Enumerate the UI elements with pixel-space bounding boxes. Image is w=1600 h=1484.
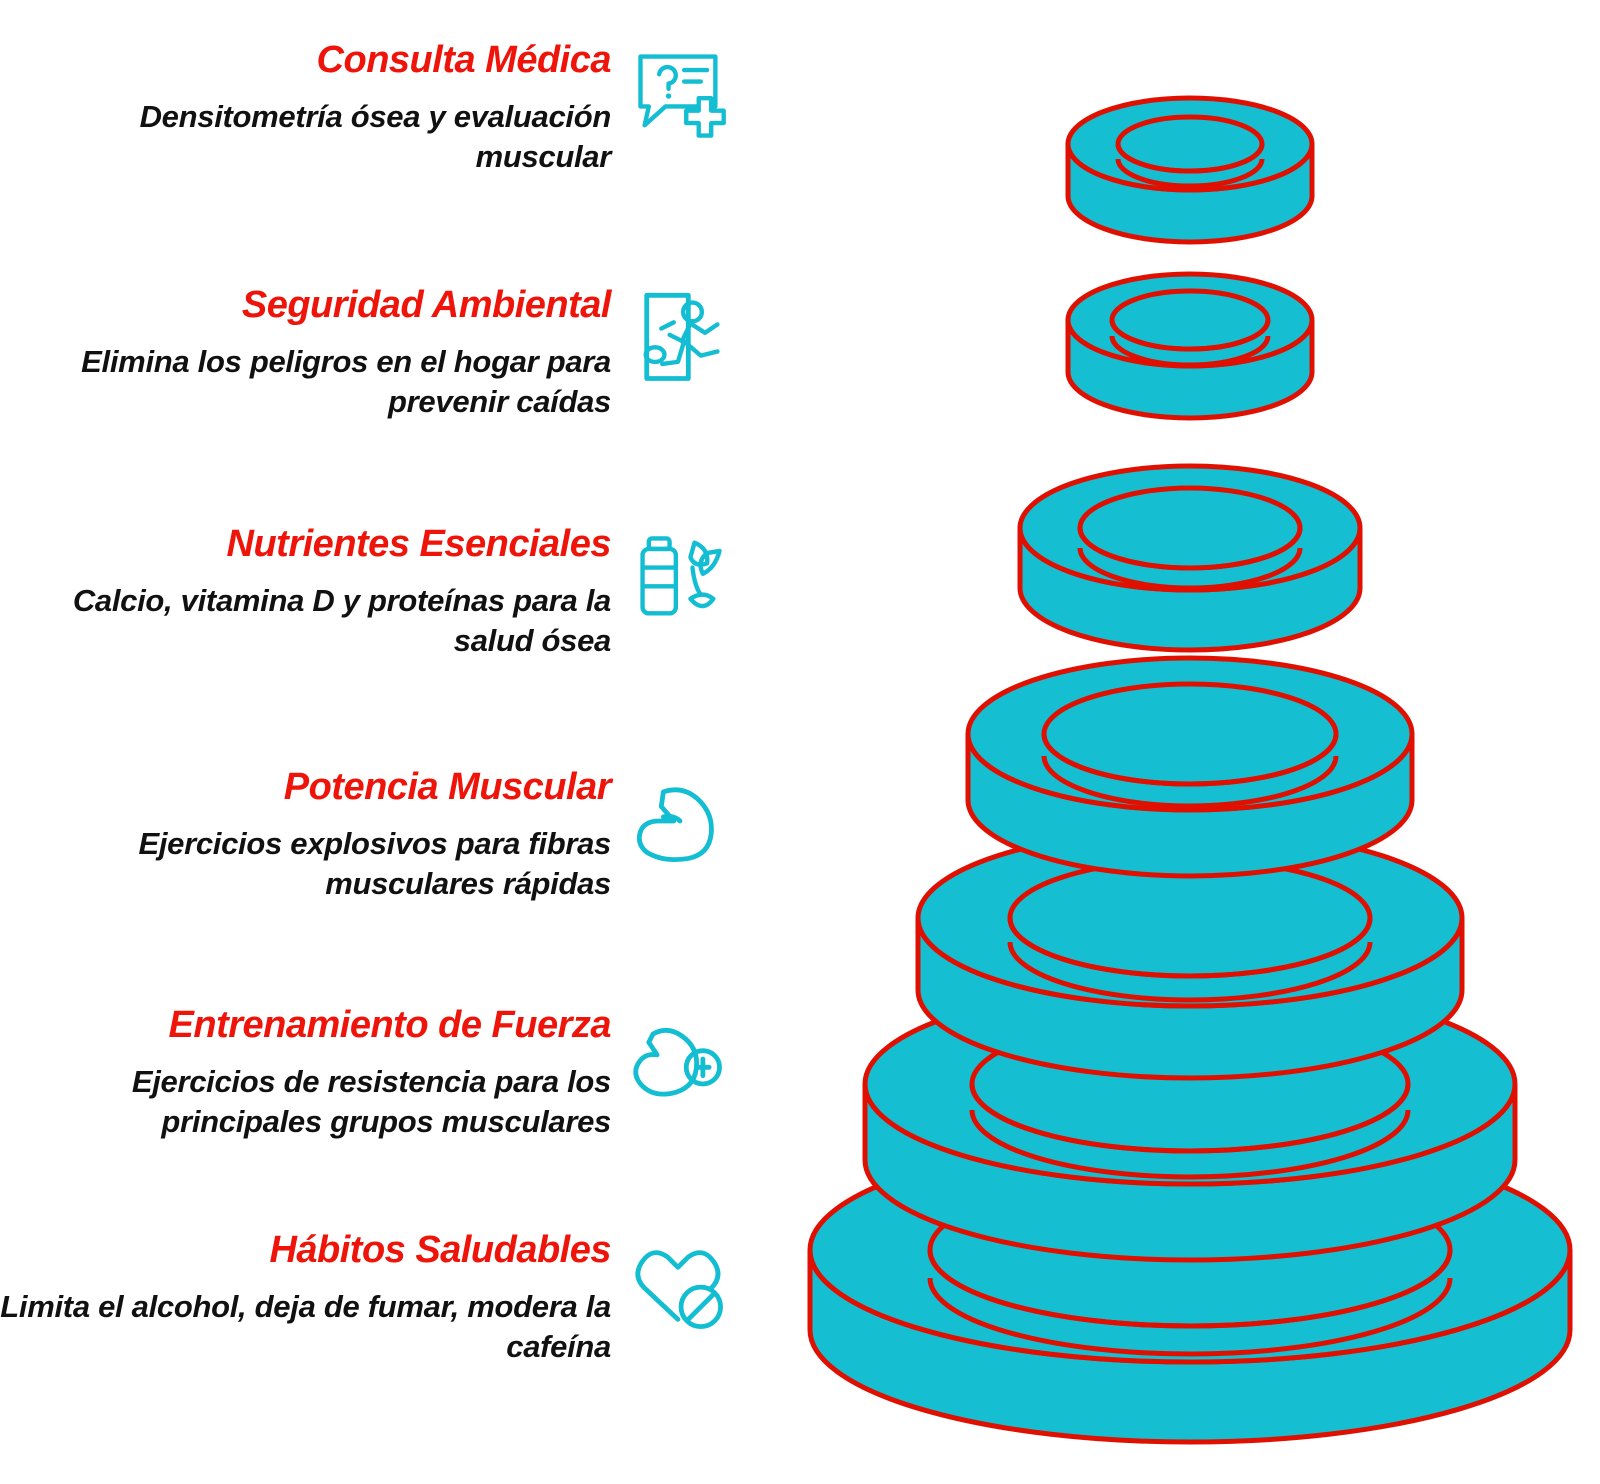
list-item[interactable]: Entrenamiento de Fuerza Ejercicios de re… [0,1003,790,1142]
item-text-block: Seguridad Ambiental Elimina los peligros… [0,283,625,422]
item-description: Ejercicios explosivos para fibras muscul… [138,825,611,902]
ring-tier-2 [1017,463,1363,653]
items-column: Consulta Médica Densitometría ósea y eva… [0,0,790,1484]
item-text-block: Entrenamiento de Fuerza Ejercicios de re… [0,1003,625,1142]
item-title: Nutrientes Esenciales [226,523,612,565]
strong-arm-icon [625,1003,735,1111]
fall-hazard-icon [625,283,735,391]
item-description: Ejercicios de resistencia para los princ… [131,1063,611,1140]
item-title: Entrenamiento de Fuerza [168,1004,612,1046]
list-item[interactable]: Seguridad Ambiental Elimina los peligros… [0,283,790,422]
medical-consultation-icon [625,38,735,146]
list-item[interactable]: Consulta Médica Densitometría ósea y eva… [0,38,790,177]
heart-no-sign-icon [625,1228,735,1336]
stacked-ring-pyramid: .rf{ fill:#16bed2; stroke:#e01000; strok… [780,0,1600,1484]
supplement-bottle-icon [625,522,735,630]
item-title: Seguridad Ambiental [241,284,612,326]
ring-tier-0 [1065,95,1315,245]
item-text-block: Hábitos Saludables Limita el alcohol, de… [0,1228,625,1367]
item-text-block: Nutrientes Esenciales Calcio, vitamina D… [0,522,625,661]
list-item[interactable]: Hábitos Saludables Limita el alcohol, de… [0,1228,790,1367]
item-description: Densitometría ósea y evaluación muscular [139,98,612,175]
item-title: Hábitos Saludables [269,1229,611,1271]
item-text-block: Consulta Médica Densitometría ósea y eva… [0,38,625,177]
item-description: Calcio, vitamina D y proteínas para la s… [72,582,611,659]
list-item[interactable]: Potencia Muscular Ejercicios explosivos … [0,765,790,904]
item-title: Potencia Muscular [283,766,612,808]
ring-tier-3 [965,655,1415,879]
ring-tier-1 [1065,271,1315,421]
flexed-bicep-icon [625,765,735,873]
item-text-block: Potencia Muscular Ejercicios explosivos … [0,765,625,904]
item-description: Elimina los peligros en el hogar para pr… [81,343,611,420]
item-description: Limita el alcohol, deja de fumar, modera… [0,1288,611,1365]
item-title: Consulta Médica [316,39,612,81]
list-item[interactable]: Nutrientes Esenciales Calcio, vitamina D… [0,522,790,661]
ring-tier-4 [915,827,1465,1081]
